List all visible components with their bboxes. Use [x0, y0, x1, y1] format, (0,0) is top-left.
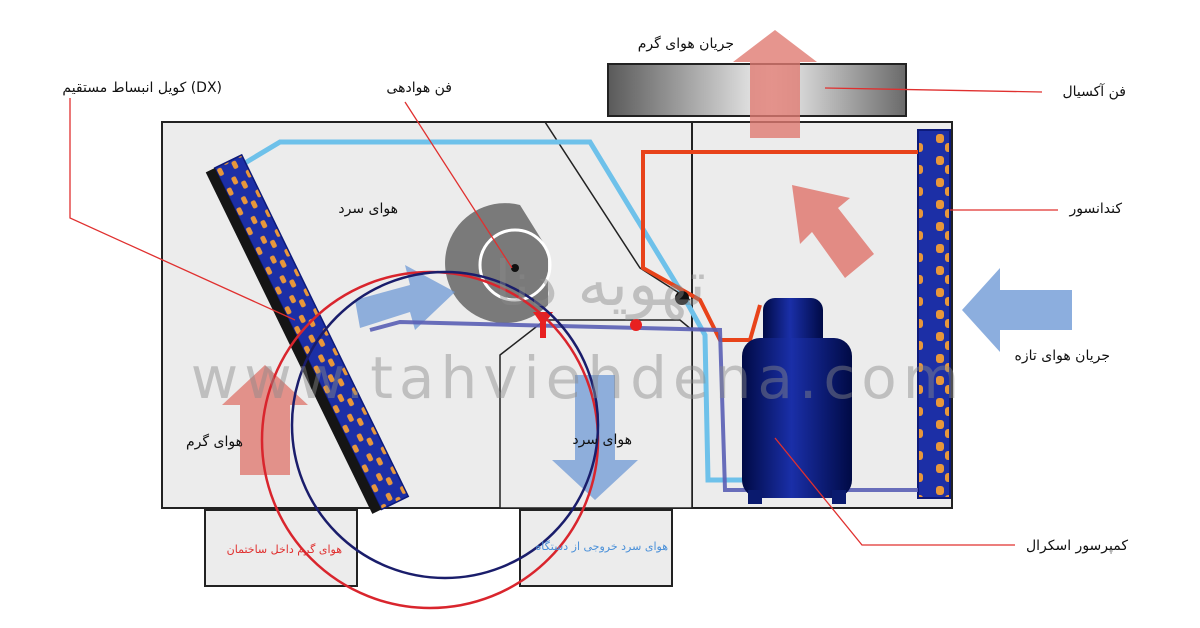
caption-cold-air-out: هوای سرد خروجی از دستگاه — [536, 540, 669, 553]
pointer-compressor — [774, 437, 1015, 546]
return-duct — [204, 509, 358, 587]
condenser-coil — [917, 129, 951, 499]
supply-duct — [519, 509, 673, 587]
red-valve-dot — [630, 319, 642, 331]
label-condenser: کندانسور — [1068, 201, 1122, 217]
cold-air-arrow-upper — [355, 265, 455, 330]
black-valve-dot — [675, 291, 689, 305]
cold-air-down-arrow — [552, 375, 638, 500]
caption-warm-air-inside: هوای گرم داخل ساختمان — [227, 543, 343, 556]
label-warm-air: هوای گرم — [186, 433, 243, 450]
label-warm-airflow: جریان هوای گرم — [638, 35, 734, 52]
label-axial-fan: فن آکسیال — [1062, 83, 1126, 100]
scroll-compressor — [742, 298, 852, 504]
blower-partition — [544, 121, 691, 301]
warm-air-up-arrow — [222, 365, 308, 475]
highlight-circle-navy — [290, 270, 600, 580]
expansion-valve — [533, 312, 553, 338]
label-fresh-airflow: جریان هوای تازه — [1015, 348, 1110, 364]
discharge-line-hot — [641, 150, 918, 342]
warm-air-diagonal-arrow — [792, 185, 874, 278]
label-scroll-compressor: کمپرسور اسکرال — [1026, 538, 1128, 554]
pointer-dx-coil — [69, 98, 296, 321]
fresh-airflow-arrow — [962, 268, 1072, 352]
label-cold-air-upper: هوای سرد — [338, 201, 398, 217]
pointer-blower-fan — [404, 101, 513, 269]
watermark-url: www.tahviehdena.com — [191, 344, 965, 412]
label-blower-fan: فن هوادهی — [386, 80, 452, 96]
watermark-brand: تهویه دنا — [494, 247, 706, 321]
label-dx-coil: کویل انبساط مستقیم (DX) — [62, 80, 222, 96]
pointer-axial-fan — [824, 87, 1043, 93]
warm-airflow-up-arrow — [733, 30, 817, 138]
label-cold-air-lower: هوای سرد — [572, 432, 632, 448]
